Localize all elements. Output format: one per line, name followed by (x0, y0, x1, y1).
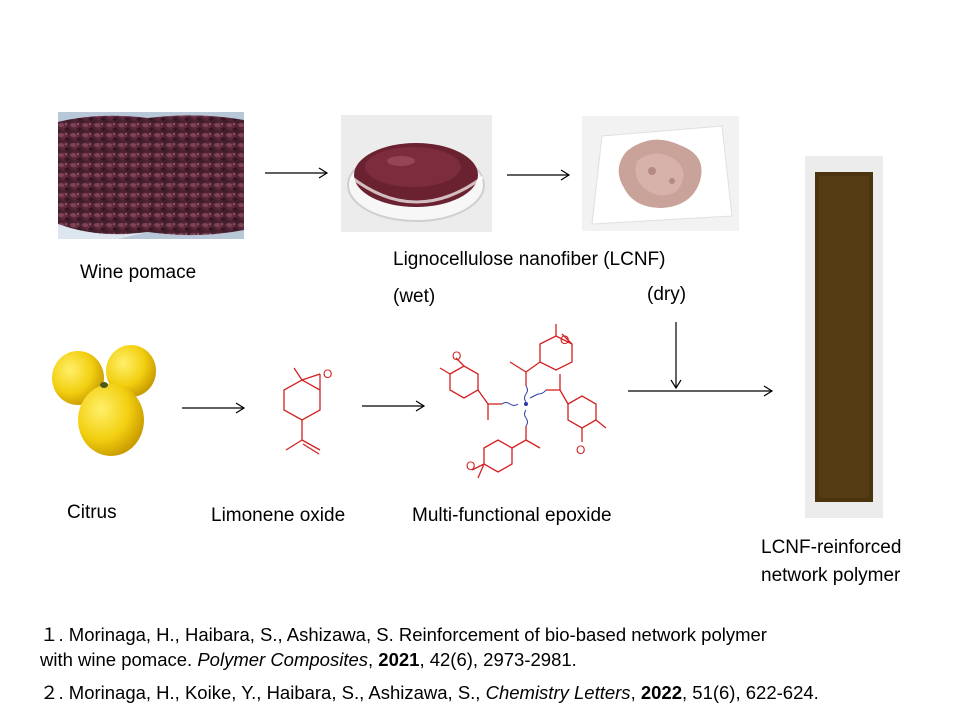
reference-number: ２. (40, 682, 64, 703)
citrus-label: Citrus (67, 502, 117, 523)
limonene-oxide-label: Limonene oxide (211, 505, 346, 526)
lcnf-label: Lignocellulose nanofiber (LCNF) (393, 249, 666, 270)
journal-name: Polymer Composites (197, 649, 368, 670)
reference-2: ２. Morinaga, H., Koike, Y., Haibara, S.,… (40, 680, 819, 705)
multi-functional-epoxide-structure: O O O O (439, 324, 607, 479)
journal-name: Chemistry Letters (485, 682, 631, 703)
reference-volume-pages: , 42(6), 2973-2981. (419, 649, 577, 670)
reference-text: Morinaga, H., Haibara, S., Ashizawa, S. … (68, 624, 767, 645)
product-label-line1: LCNF-reinforced (761, 537, 902, 558)
product-sheet-photo (805, 156, 883, 518)
arrow-citrus-to-limonene (182, 402, 246, 414)
citrus-photo (38, 338, 188, 463)
arrow-wet-to-dry (507, 169, 571, 181)
reference-text: with wine pomace. (40, 649, 198, 670)
lcnf-dry-photo (582, 116, 739, 231)
reference-separator: , (630, 682, 641, 703)
oxygen-atom: O (560, 333, 569, 347)
reference-volume-pages: , 51(6), 622-624. (682, 682, 819, 703)
arrow-pomace-to-wet (265, 167, 329, 179)
oxygen-atom: O (466, 459, 475, 473)
reference-text: Morinaga, H., Koike, Y., Haibara, S., As… (68, 682, 486, 703)
arrow-limonene-to-epoxide (362, 400, 426, 412)
wet-label: (wet) (393, 286, 436, 307)
dry-label: (dry) (647, 284, 687, 305)
wine-pomace-label: Wine pomace (80, 262, 197, 283)
wine-pomace-photo (58, 112, 244, 239)
arrow-to-product (628, 385, 774, 397)
oxygen-atom: O (452, 349, 461, 363)
reference-year: 2022 (640, 682, 682, 703)
oxygen-atom: O (576, 443, 585, 457)
product-label-line2: network polymer (761, 565, 901, 586)
reference-1: １. Morinaga, H., Haibara, S., Ashizawa, … (40, 622, 767, 672)
reference-number: １. (40, 624, 64, 645)
arrow-dry-down (670, 322, 682, 390)
limonene-oxide-structure: O (283, 367, 332, 455)
reference-separator: , (368, 649, 379, 670)
lcnf-wet-photo (341, 115, 492, 232)
oxygen-atom: O (323, 367, 332, 381)
reference-year: 2021 (378, 649, 420, 670)
epoxide-label: Multi-functional epoxide (412, 505, 612, 526)
